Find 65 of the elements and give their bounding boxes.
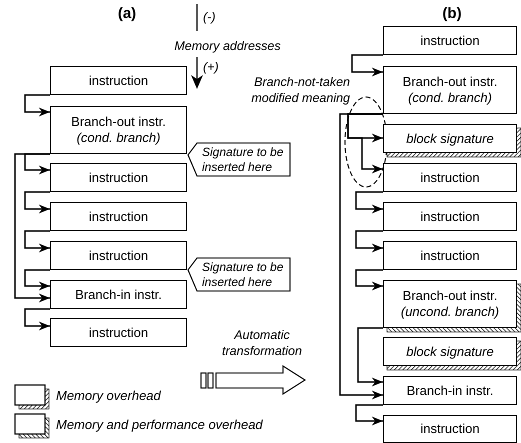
- arrow: [355, 191, 383, 214]
- annotation-text: (+): [203, 59, 220, 75]
- instruction-box: [50, 202, 187, 231]
- callout-box: [188, 143, 291, 177]
- arrow: [24, 269, 50, 290]
- legend-text: Memory and performance overhead: [56, 417, 263, 433]
- box-text: instruction: [420, 208, 480, 224]
- instruction-box: [50, 66, 187, 95]
- callout-box: [188, 258, 291, 292]
- arrow: [357, 327, 383, 386]
- branch-type-text: (cond. branch): [408, 90, 492, 106]
- panel-label: (a): [116, 6, 138, 22]
- instruction-box: [50, 163, 187, 192]
- box-text: instruction: [88, 208, 148, 224]
- arrow: [24, 308, 50, 330]
- arrow: [14, 153, 50, 302]
- box-text: Branch-out instr.: [402, 288, 498, 304]
- box-text: instruction: [88, 324, 148, 340]
- arrow: [24, 191, 50, 214]
- box-text: Branch-out instr.: [71, 114, 166, 130]
- instruction-box: [383, 66, 517, 114]
- arrow: [339, 113, 383, 400]
- signature-box: [383, 124, 517, 153]
- instruction-box: [50, 106, 187, 154]
- branch-type-text: (cond. branch): [76, 130, 160, 146]
- annotation-text: Branch-not-taken modified meaning: [250, 74, 350, 106]
- box-text: instruction: [88, 170, 148, 186]
- box-text: Branch-in instr.: [406, 382, 494, 398]
- box-text: instruction: [88, 72, 148, 88]
- box-text: instruction: [420, 170, 480, 186]
- instruction-box: [50, 318, 187, 347]
- arrow: [351, 54, 383, 76]
- box-text: instruction: [420, 421, 480, 437]
- box-text: Branch-out instr.: [402, 74, 498, 90]
- instruction-box: [383, 415, 517, 443]
- arrow: [355, 269, 383, 290]
- arrow: [24, 153, 50, 174]
- instruction-box: [50, 280, 187, 309]
- instruction-box: [383, 202, 517, 231]
- callout-text: Signature to be inserted here: [202, 145, 284, 175]
- signature-box: [383, 337, 517, 366]
- instruction-box: [383, 241, 517, 270]
- panel-label: (b): [441, 6, 463, 22]
- annotation-text: Automatic transformation: [221, 327, 303, 359]
- branch-type-text: (uncond. branch): [400, 304, 500, 320]
- box-text: instruction: [420, 248, 480, 264]
- box-text: block signature: [406, 344, 494, 360]
- instruction-box: [383, 280, 517, 328]
- instruction-box: [50, 241, 187, 270]
- arrow: [347, 113, 383, 174]
- box-text: instruction: [420, 32, 480, 48]
- instruction-box: [383, 163, 517, 192]
- box-text: instruction: [88, 248, 148, 264]
- arrow: [24, 94, 50, 116]
- instruction-box: [383, 376, 517, 405]
- annotation-text: (-): [203, 9, 216, 25]
- box-text: Branch-in instr.: [75, 286, 162, 302]
- arrow: [24, 230, 50, 252]
- callout-text: Signature to be inserted here: [202, 260, 284, 290]
- arrow: [355, 404, 383, 426]
- annotation-text: Memory addresses: [173, 38, 282, 54]
- legend-text: Memory overhead: [56, 388, 161, 404]
- arrow: [355, 230, 383, 252]
- instruction-box: [383, 26, 517, 55]
- box-text: block signature: [406, 130, 494, 146]
